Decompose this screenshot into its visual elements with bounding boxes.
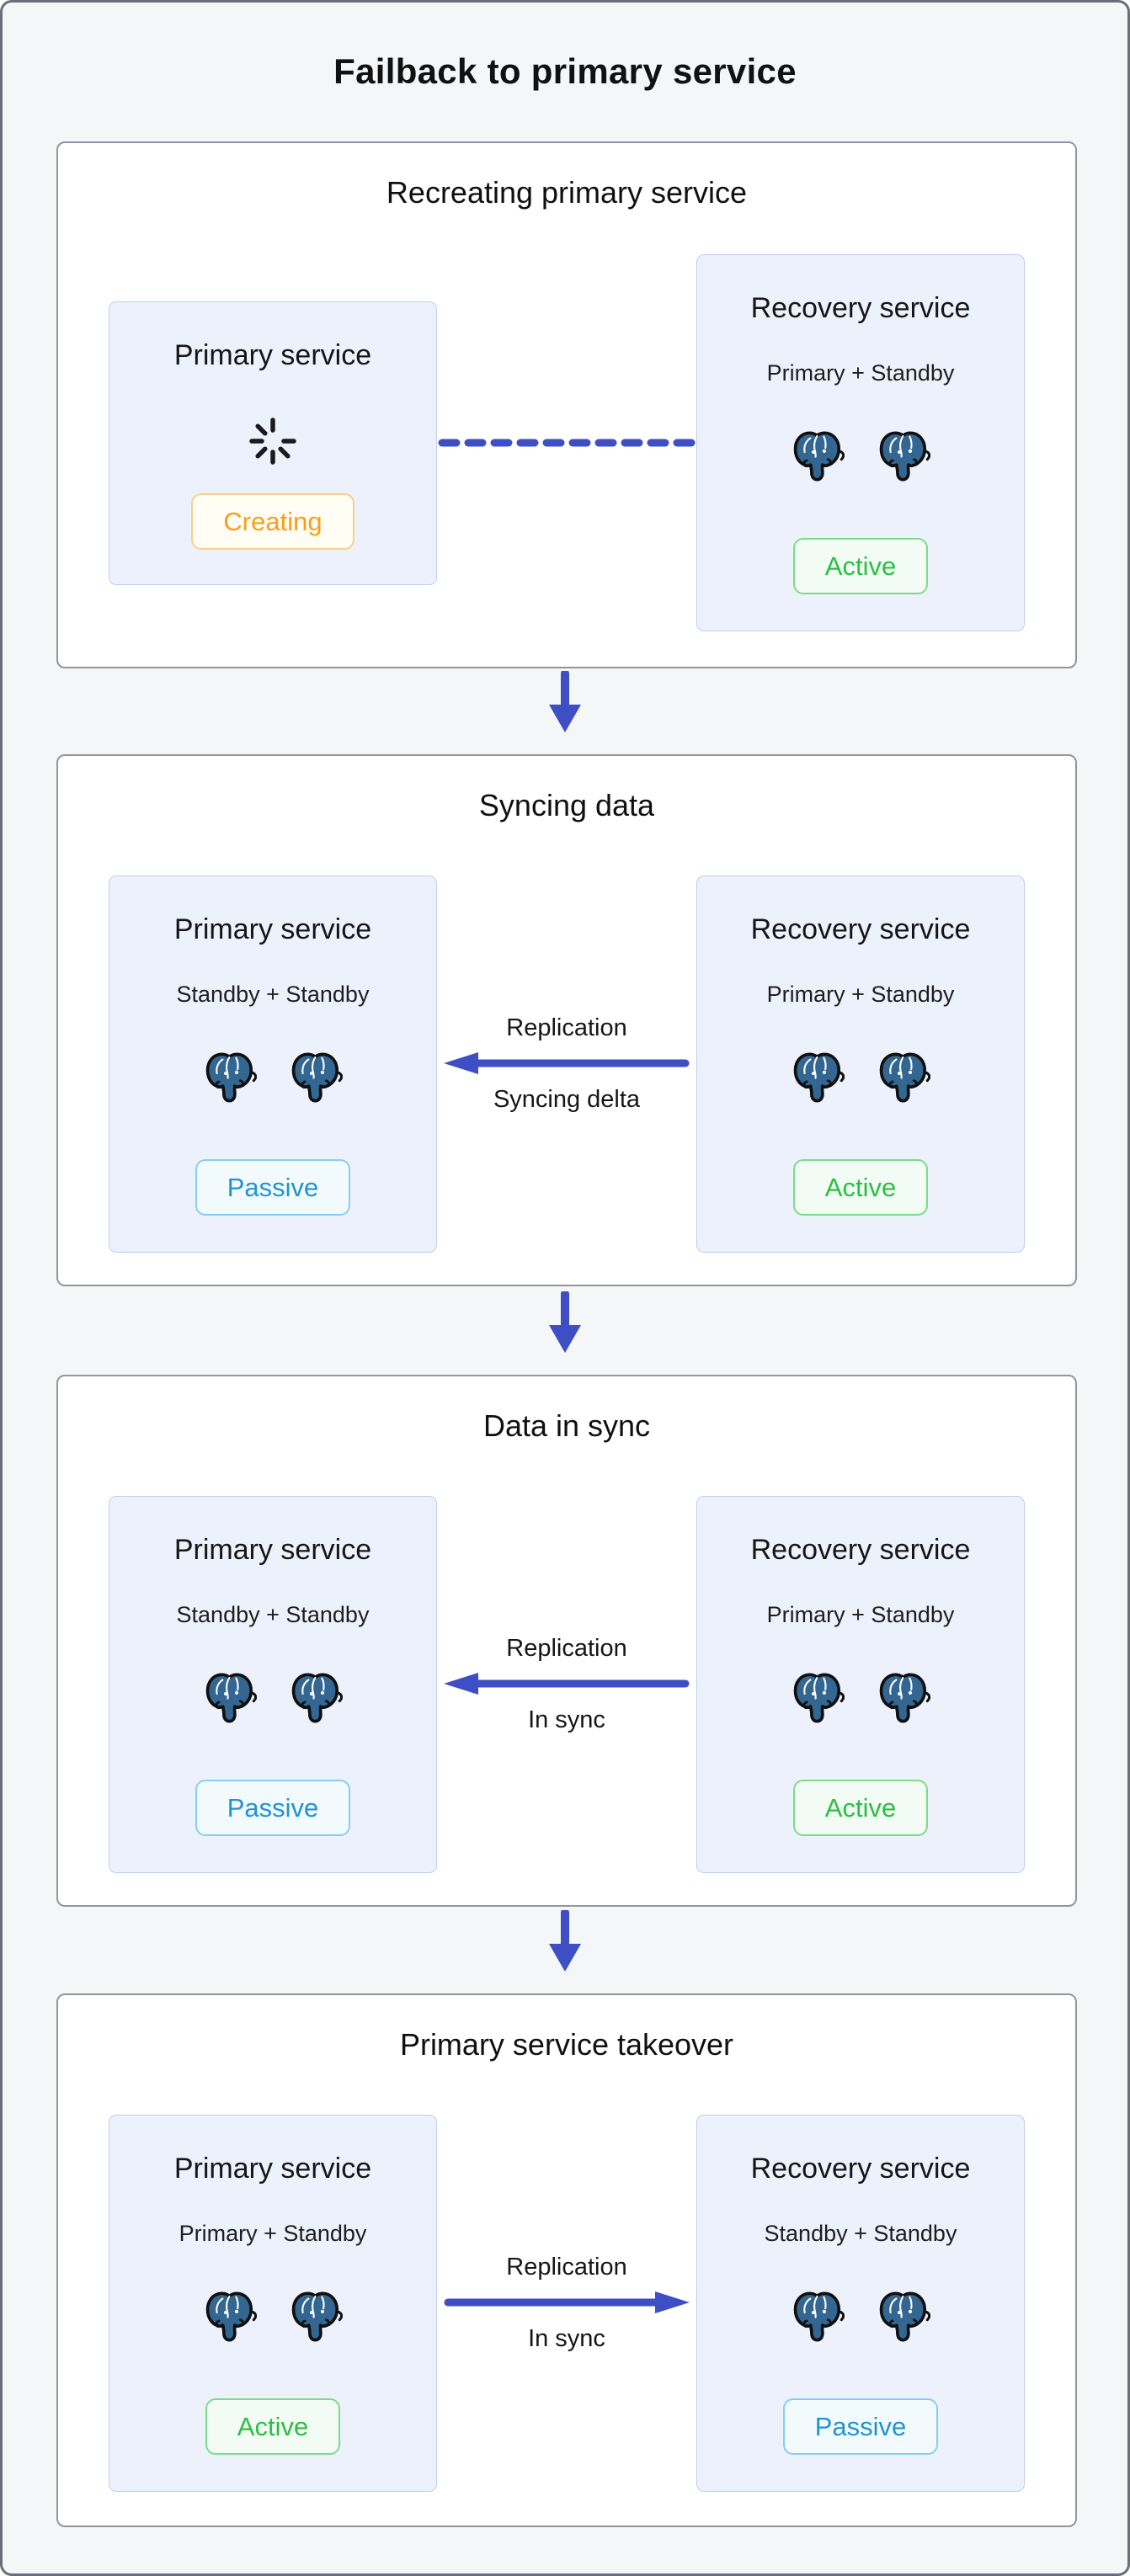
database-icons	[203, 1050, 343, 1105]
stage-row: Primary service Standby + Standby	[58, 876, 1075, 1253]
service-roles: Primary + Standby	[766, 982, 955, 1007]
page-title: Failback to primary service	[333, 51, 797, 91]
service-roles: Primary + Standby	[179, 2221, 367, 2246]
database-icons	[791, 428, 930, 484]
replication-label: Replication	[506, 2254, 627, 2281]
stage-panel-data-in-sync: Data in sync Primary service Standby + S…	[56, 1375, 1077, 1907]
database-icons	[791, 2289, 930, 2344]
service-roles: Standby + Standby	[764, 2221, 957, 2246]
postgresql-elephant-icon	[203, 1050, 257, 1105]
database-icons	[791, 1670, 930, 1726]
service-roles: Standby + Standby	[176, 1602, 370, 1627]
postgresql-elephant-icon	[791, 1670, 845, 1726]
status-badge: Passive	[782, 2398, 939, 2456]
stage-row: Primary service Standby + Standby	[58, 1496, 1075, 1873]
service-title: Primary service	[173, 913, 372, 945]
postgresql-elephant-icon	[289, 1050, 343, 1105]
arrow-right-icon	[444, 2291, 690, 2313]
service-title: Primary service	[173, 1534, 372, 1566]
service-title: Recovery service	[750, 2153, 971, 2185]
postgresql-elephant-icon	[203, 2289, 257, 2344]
status-badge: Active	[792, 1159, 929, 1216]
service-title: Recovery service	[750, 292, 971, 324]
postgresql-elephant-icon	[203, 1670, 257, 1726]
status-badge: Creating	[191, 492, 354, 550]
stage-panel-syncing-data: Syncing data Primary service Standby + S…	[56, 754, 1077, 1286]
recovery-service-card: Recovery service Primary + Standby	[696, 876, 1025, 1253]
dashed-line	[438, 439, 696, 447]
status-badge: Active	[792, 538, 929, 595]
status-badge: Passive	[195, 1159, 351, 1216]
primary-service-card: Primary service Primary + Standby	[109, 2115, 437, 2492]
stage-panel-primary-service-takeover: Primary service takeover Primary service…	[56, 1993, 1077, 2527]
service-roles: Primary + Standby	[766, 1602, 955, 1627]
postgresql-elephant-icon	[791, 1050, 845, 1105]
service-title: Recovery service	[750, 913, 971, 945]
stage-title: Data in sync	[482, 1408, 651, 1443]
recovery-service-card: Recovery service Primary + Standby	[696, 254, 1025, 631]
primary-service-card: Primary service Standby + Standby	[109, 1496, 437, 1873]
service-title: Primary service	[173, 338, 372, 371]
postgresql-elephant-icon	[877, 1050, 930, 1105]
arrow-left-icon	[444, 1673, 690, 1695]
replication-connector: Replication In sync	[437, 1635, 696, 1734]
primary-service-card: Primary service Standby + Standby	[109, 876, 437, 1253]
service-roles: Primary + Standby	[766, 360, 955, 386]
recovery-service-card: Recovery service Primary + Standby	[696, 1496, 1025, 1873]
replication-label: Replication	[506, 1635, 627, 1662]
service-title: Primary service	[173, 2153, 372, 2185]
status-badge: Active	[205, 2398, 341, 2456]
replication-connector: Replication Syncing delta	[437, 1014, 696, 1114]
stage-title: Primary service takeover	[399, 2027, 734, 2062]
sync-state-label: Syncing delta	[493, 1086, 641, 1113]
postgresql-elephant-icon	[791, 428, 845, 484]
postgresql-elephant-icon	[289, 2289, 343, 2344]
sync-state-label: In sync	[528, 2325, 605, 2352]
stage-row: Primary service Creating	[58, 254, 1075, 631]
replication-label: Replication	[506, 1014, 627, 1041]
postgresql-elephant-icon	[791, 2289, 845, 2344]
stage-title: Syncing data	[478, 788, 655, 822]
stage-title: Recreating primary service	[386, 175, 748, 210]
replication-connector	[437, 438, 696, 448]
database-icons	[203, 1670, 343, 1726]
postgresql-elephant-icon	[877, 428, 930, 484]
stage-panel-recreating-primary-service: Recreating primary service Primary servi…	[56, 141, 1077, 668]
sync-state-label: In sync	[528, 1706, 605, 1733]
postgresql-elephant-icon	[877, 1670, 930, 1726]
arrow-left-icon	[444, 1052, 690, 1074]
status-badge: Active	[792, 1780, 929, 1837]
spinner-icon	[249, 417, 296, 465]
service-roles: Standby + Standby	[176, 982, 370, 1007]
status-badge: Passive	[195, 1780, 351, 1837]
recovery-service-card: Recovery service Standby + Standby	[696, 2115, 1025, 2492]
arrow-down-icon	[3, 1291, 1127, 1354]
database-icons	[203, 2289, 343, 2344]
replication-connector: Replication In sync	[437, 2254, 696, 2353]
arrow-down-icon	[3, 671, 1127, 733]
postgresql-elephant-icon	[289, 1670, 343, 1726]
arrow-down-icon	[3, 1910, 1127, 1972]
service-title: Recovery service	[750, 1534, 971, 1566]
primary-service-card: Primary service Creating	[109, 301, 437, 585]
postgresql-elephant-icon	[877, 2289, 930, 2344]
stage-row: Primary service Primary + Standby	[58, 2115, 1075, 2492]
database-icons	[791, 1050, 930, 1105]
